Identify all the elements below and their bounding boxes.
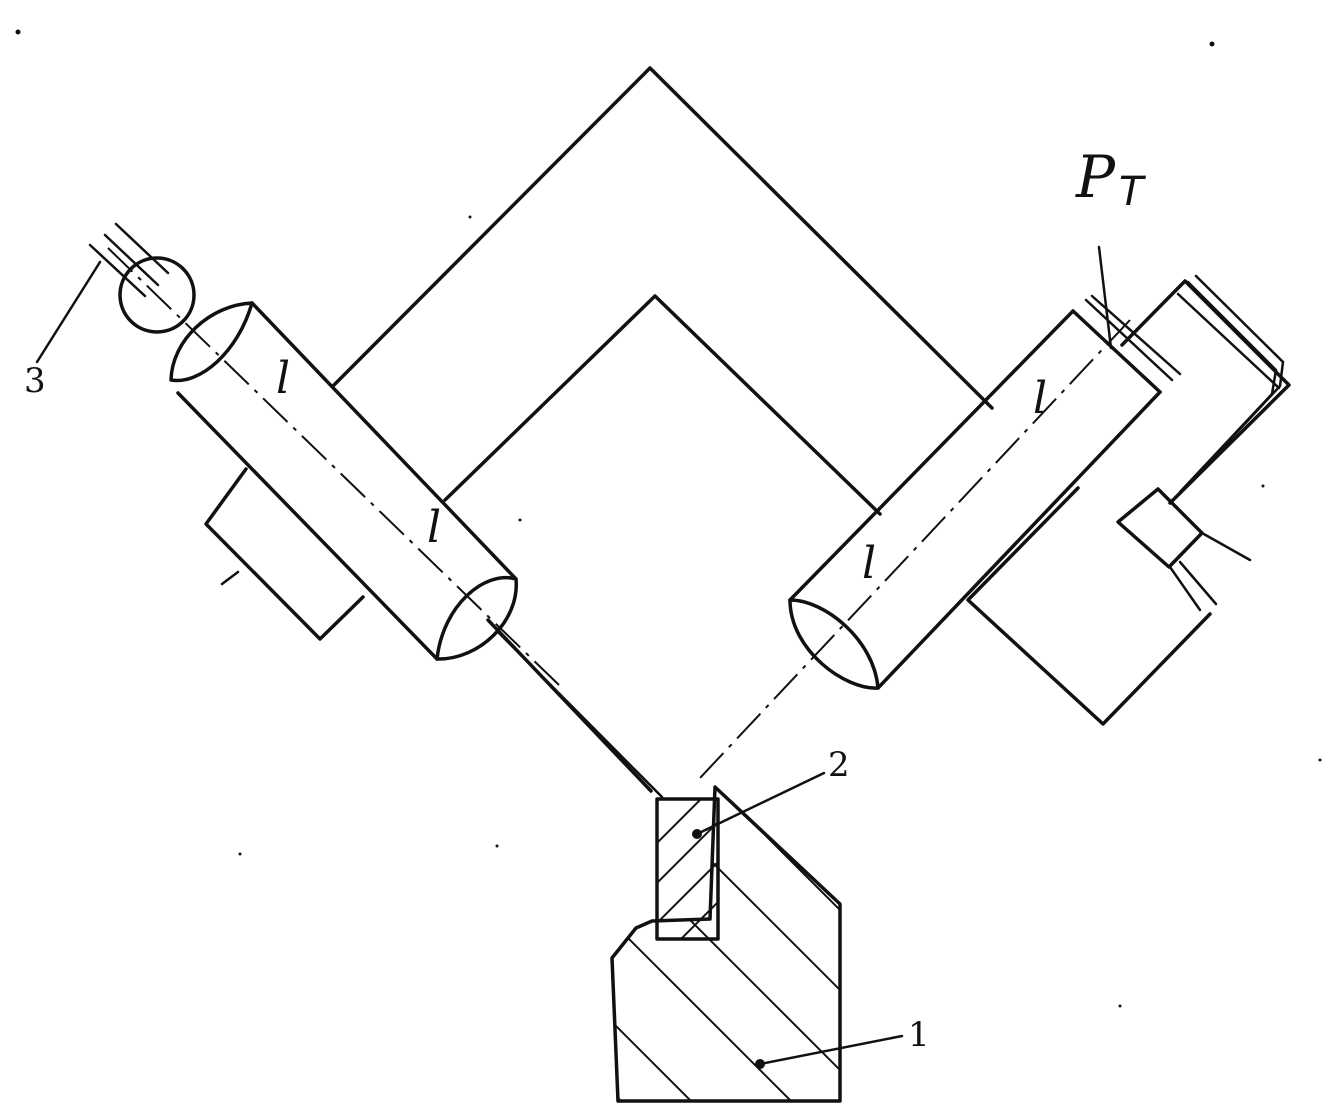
scan-specks [15,29,1322,1008]
outer-frame [331,66,994,410]
label-part-3: 3 [24,361,46,401]
left-axis-line [107,247,561,687]
pressure-sensor-housing [1120,274,1291,505]
left-clamp-block [204,467,365,641]
pressure-sensor [1097,245,1252,612]
right-axis-line [699,319,1131,779]
length-mark-left-lower: l [427,502,441,553]
right-mounting-block [966,486,1212,726]
length-mark-right-upper: l [1033,373,1047,424]
right-cylinder [788,309,1162,690]
label-part-2: 2 [828,745,850,785]
length-mark-right-lower: l [862,538,876,589]
cutting-tip-insert [655,797,720,941]
label-part-1: 1 [908,1015,930,1055]
length-mark-left-upper: l [276,353,290,404]
leader-lines [692,771,904,1069]
cutting-tool-body [610,785,842,1103]
left-cylinder [169,301,518,661]
inner-frame [443,294,882,799]
part-3-connector [35,222,196,364]
